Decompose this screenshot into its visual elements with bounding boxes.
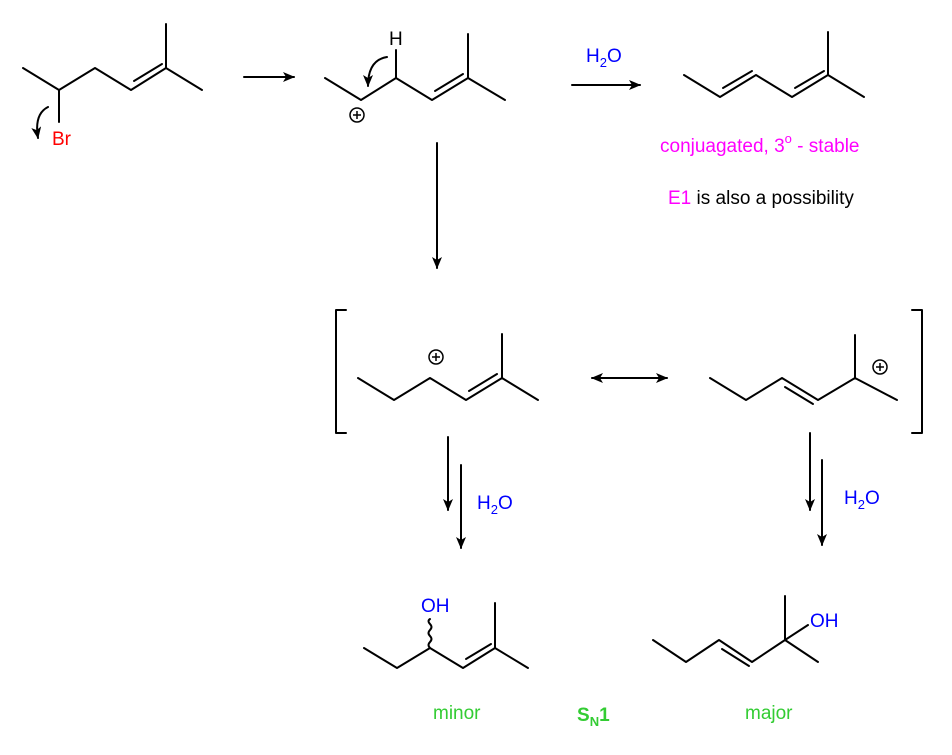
conjugated-diene [683,31,865,98]
curved-arrow-icon [31,106,49,139]
positive-charge-icon [872,359,888,375]
wavy-bond-icon [427,618,433,649]
stability-note: conjuagated, 3o - stable [660,131,860,157]
e1-possibility-note: E1 is also a possibility [668,188,854,209]
positive-charge-icon [349,107,365,123]
sn1-mechanism-label: SN1 [577,705,610,729]
starting-alkyl-bromide: Br [22,23,203,150]
water-reagent-right: H2O [844,488,880,512]
allylic-cation-tertiary: + [709,334,898,405]
right-bracket [911,309,923,434]
minor-label: minor [433,703,481,724]
water-reagent: H2O [586,46,622,70]
hydrogen-label: H [389,29,403,50]
bromine-label: Br [52,129,72,150]
left-bracket [335,309,347,434]
allylic-cation-secondary: + [357,333,539,401]
hydroxyl-label: OH [810,611,839,632]
minor-product-alcohol: OH [363,596,529,669]
positive-charge-icon [428,349,444,365]
water-reagent-left: H2O [477,493,513,517]
curved-arrow-icon [363,56,388,87]
major-label: major [745,703,793,724]
hydroxyl-label: OH [421,596,450,617]
secondary-carbocation: H [324,29,506,123]
major-product-alcohol: OH [652,595,839,667]
